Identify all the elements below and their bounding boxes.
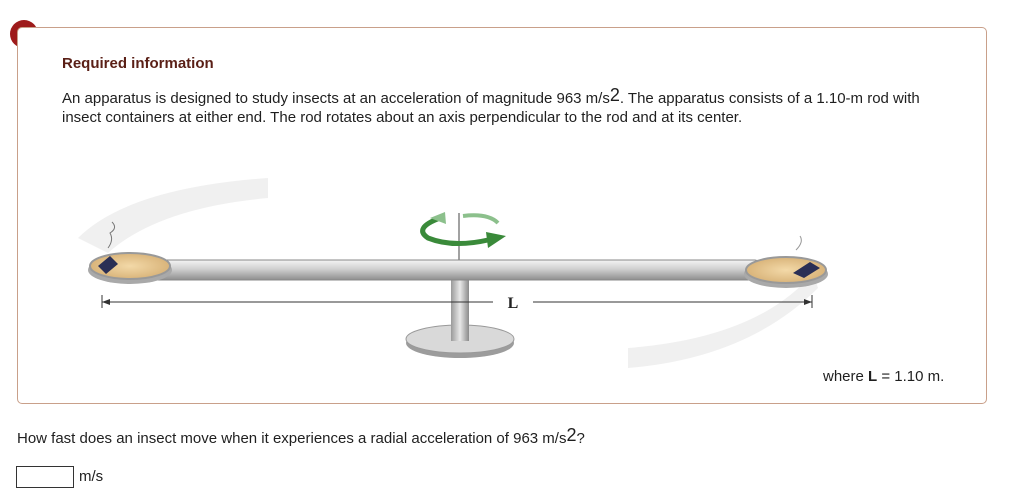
answer-input[interactable]	[16, 466, 74, 488]
figure-caption: where L = 1.10 m.	[823, 368, 945, 385]
question-text: How fast does an insect move when it exp…	[17, 425, 585, 447]
panel-title: Required information	[62, 55, 214, 72]
rotation-arrow-icon	[420, 212, 506, 248]
problem-statement: An apparatus is designed to study insect…	[62, 85, 920, 126]
rod	[147, 259, 759, 281]
length-label: L	[508, 295, 519, 312]
required-information-panel: Required information An apparatus is des…	[17, 27, 987, 404]
rotating-rod-figure: L	[78, 178, 828, 368]
left-insect-container	[88, 221, 172, 284]
left-motion-trail	[78, 178, 268, 253]
answer-unit: m/s	[79, 468, 104, 485]
length-dimension: L	[101, 295, 813, 312]
stand-post	[451, 273, 469, 341]
right-motion-trail	[628, 273, 818, 368]
right-insect-container	[744, 235, 828, 288]
